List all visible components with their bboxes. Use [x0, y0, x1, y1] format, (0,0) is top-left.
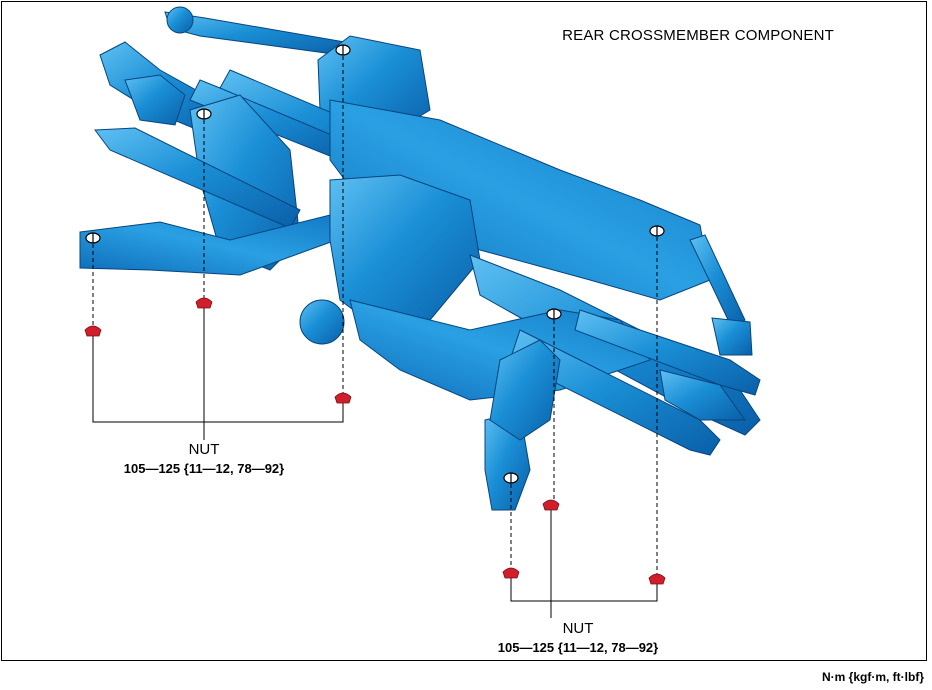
- bolt-hole-icon: [335, 44, 351, 56]
- nut-icon: [648, 573, 666, 585]
- bolt-hole-icon: [85, 232, 101, 244]
- nut-icon: [84, 325, 102, 337]
- dashed-guide-lines: [92, 56, 658, 576]
- leader-lines: [92, 308, 658, 618]
- nut-icon: [502, 567, 520, 579]
- bolt-hole-icon: [503, 472, 519, 484]
- nut-callout-name: NUT: [562, 620, 594, 637]
- nut-callout-right: NUT 105—125 {11—12, 78—92}: [468, 619, 688, 657]
- bolt-hole-icon: [196, 108, 212, 120]
- nut-callout-name: NUT: [188, 441, 220, 458]
- bolt-hole-icon: [546, 308, 562, 320]
- nut-callout-torque: 105—125 {11—12, 78—92}: [123, 461, 285, 476]
- nut-markers: [84, 297, 666, 585]
- nut-icon: [542, 499, 560, 511]
- nut-icon: [334, 392, 352, 404]
- nut-callout-torque: 105—125 {11—12, 78—92}: [497, 640, 659, 655]
- crossmember-body: [79, 6, 761, 511]
- bolt-hole-markers: [85, 44, 665, 484]
- nut-icon: [195, 297, 213, 309]
- torque-units-note: N·m {kgf·m, ft·lbf}: [822, 670, 924, 684]
- nut-callout-left: NUT 105—125 {11—12, 78—92}: [104, 440, 304, 478]
- diagram-title: REAR CROSSMEMBER COMPONENT: [562, 27, 834, 44]
- bolt-hole-icon: [649, 225, 665, 237]
